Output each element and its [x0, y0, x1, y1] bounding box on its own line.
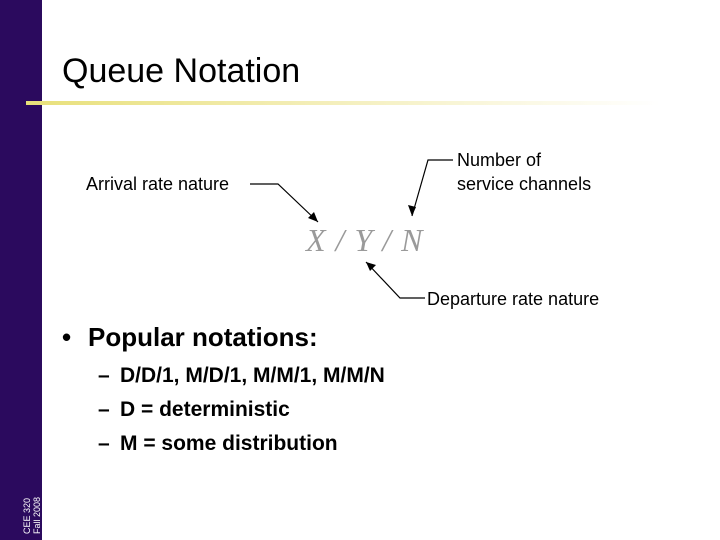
list-dash: –: [98, 432, 110, 455]
list-item: –D/D/1, M/D/1, M/M/1, M/M/N: [98, 362, 385, 396]
sidebar-band: CEE 320 Fall 2008: [0, 0, 42, 540]
bullet-dot: •: [62, 322, 72, 352]
list-item: –D = deterministic: [98, 396, 385, 430]
channels-connector: [411, 159, 453, 217]
notation-list: –D/D/1, M/D/1, M/M/1, M/M/N –D = determi…: [98, 362, 385, 464]
departure-rate-label: Departure rate nature: [427, 289, 600, 309]
list-dash: –: [98, 398, 110, 421]
arrival-arrowhead: [308, 212, 318, 222]
channels-label-line2: service channels: [457, 174, 592, 194]
list-item: –M = some distribution: [98, 430, 385, 464]
arrival-rate-label: Arrival rate nature: [86, 174, 230, 194]
bullet-heading-text: Popular notations:: [88, 322, 318, 352]
bullet-heading: • Popular notations:: [62, 322, 318, 353]
queue-formula: X / Y / N: [306, 222, 424, 258]
slide-title: Queue Notation: [62, 52, 301, 90]
channels-arrowhead: [408, 205, 416, 216]
list-dash: –: [98, 364, 110, 387]
list-item-text: D = deterministic: [120, 398, 290, 421]
title-underline: [26, 101, 660, 105]
channels-label-line1: Number of: [457, 150, 542, 170]
departure-connector: [365, 261, 425, 299]
arrival-connector: [250, 183, 319, 223]
list-item-text: D/D/1, M/D/1, M/M/1, M/M/N: [120, 364, 385, 387]
departure-arrowhead: [366, 262, 376, 271]
list-item-text: M = some distribution: [120, 432, 338, 455]
